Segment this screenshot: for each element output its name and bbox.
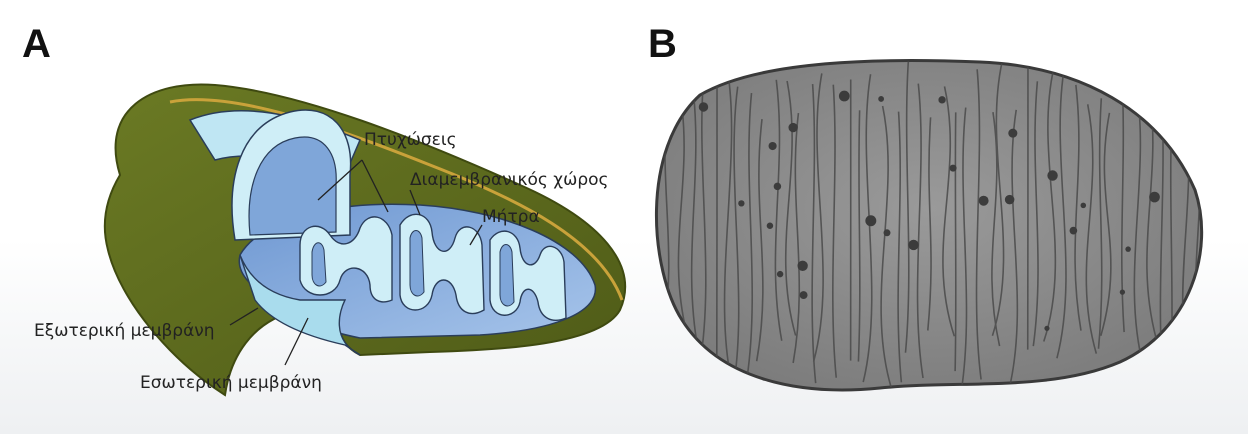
matrix-granule: [777, 271, 783, 277]
matrix-granule: [699, 102, 708, 111]
matrix-granule: [767, 222, 774, 229]
matrix-granule: [1047, 170, 1057, 180]
matrix-granule: [878, 96, 884, 102]
crista-line: [1207, 65, 1208, 399]
label-outer-membrane: Εξωτερική μεμβράνη: [34, 321, 215, 341]
label-matrix: Μήτρα: [482, 207, 540, 227]
matrix-granule: [1070, 227, 1078, 235]
matrix-granule: [1125, 246, 1131, 252]
matrix-granule: [1120, 289, 1125, 294]
matrix-granule: [769, 142, 777, 150]
label-inner-membrane: Εσωτερική μεμβράνη: [140, 373, 322, 393]
matrix-granule: [788, 123, 797, 132]
matrix-granule: [800, 291, 808, 299]
label-intermembrane-space: Διαμεμβρανικός χώρος: [410, 170, 609, 190]
matrix-granule: [1081, 203, 1087, 209]
matrix-granule: [1008, 129, 1017, 138]
matrix-granule: [979, 196, 989, 206]
label-cristae: Πτυχώσεις: [364, 130, 457, 150]
matrix-granule: [908, 240, 918, 250]
matrix-granule: [797, 261, 807, 271]
matrix-granule: [774, 183, 782, 191]
matrix-granule: [950, 165, 957, 172]
matrix-granule: [938, 96, 945, 103]
matrix-granule: [1005, 195, 1015, 205]
matrix-granule: [738, 200, 744, 206]
matrix-granule: [884, 229, 891, 236]
matrix-granule: [865, 215, 876, 226]
matrix-granule: [1044, 326, 1049, 331]
matrix-granule: [839, 91, 850, 102]
matrix-granule: [1149, 192, 1160, 203]
crista-line: [955, 112, 956, 371]
